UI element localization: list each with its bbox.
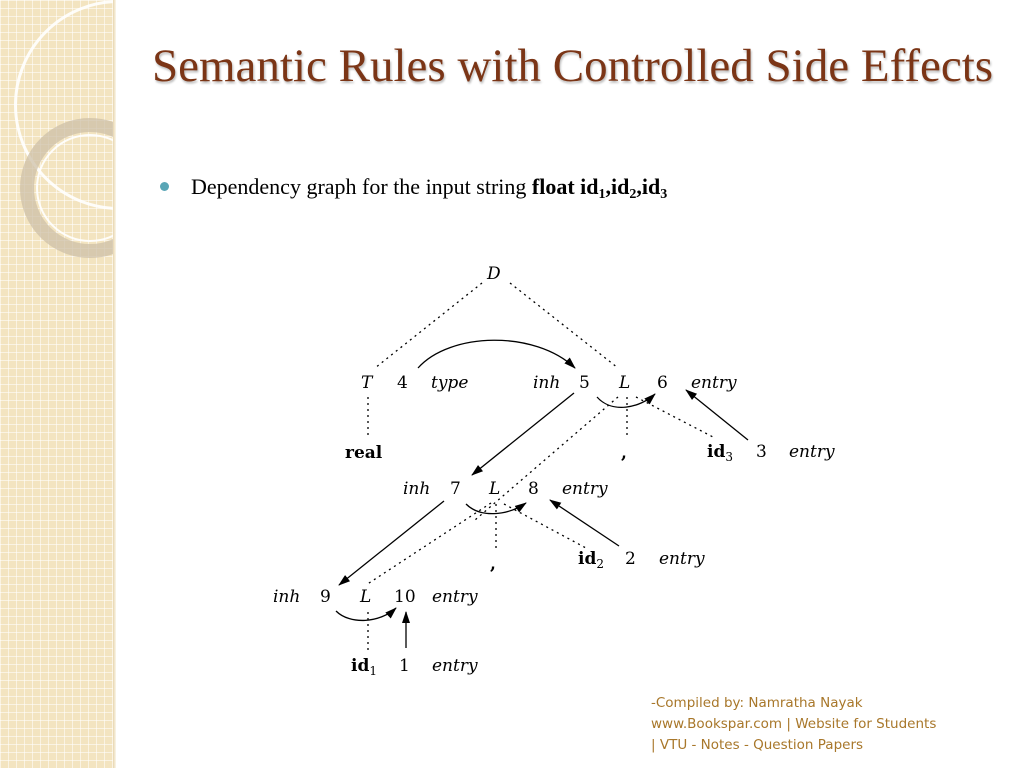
node-L-mid: L — [488, 479, 500, 499]
attr-inh-mid: inh — [403, 479, 430, 499]
arrow-4-to-5 — [417, 339, 576, 369]
tree-edge-L-L-low — [365, 502, 492, 586]
input-string: float id1,id2,id3 — [531, 174, 668, 202]
graph-labels: D T 4 type inh 5 L 6 entry real , id3 3 … — [273, 264, 835, 678]
token-comma-mid: , — [490, 554, 496, 574]
attr-entry-top: entry — [691, 373, 737, 393]
attr-entry-id2: entry — [659, 549, 705, 569]
node-number-4: 4 — [397, 373, 408, 393]
attr-type: type — [431, 373, 468, 393]
bullet-dot-icon — [160, 182, 169, 191]
sidebar-decoration — [0, 0, 113, 768]
node-number-10: 10 — [394, 587, 416, 607]
attr-inh-low: inh — [273, 587, 300, 607]
node-number-8: 8 — [528, 479, 539, 499]
sidebar-edge — [113, 0, 116, 768]
node-L-low: L — [359, 587, 371, 607]
token-real: real — [345, 443, 383, 463]
node-number-7: 7 — [450, 479, 461, 499]
node-number-5: 5 — [579, 373, 590, 393]
attr-entry-id3: entry — [789, 442, 835, 462]
parse-tree-edges — [365, 282, 714, 652]
tree-edge-D-L — [509, 282, 619, 369]
node-number-2: 2 — [625, 549, 636, 569]
arrow-3-to-6 — [685, 389, 749, 441]
dependency-arrows — [335, 339, 749, 648]
arrow-7-to-9 — [338, 500, 445, 586]
arrow-5-to-7 — [471, 392, 575, 476]
tree-edge-L-L — [474, 396, 619, 521]
node-number-3: 3 — [756, 442, 767, 462]
footer-line-author: -Compiled by: Namratha Nayak — [651, 695, 863, 711]
bullet-point: Dependency graph for the input string fl… — [160, 172, 980, 202]
token-id3: id3 — [707, 442, 733, 464]
arrow-2-to-8 — [549, 499, 620, 547]
attr-entry-mid: entry — [562, 479, 608, 499]
node-number-9: 9 — [320, 587, 331, 607]
node-D: D — [486, 264, 501, 284]
node-number-6: 6 — [657, 373, 668, 393]
arrow-7-to-8 — [465, 502, 527, 515]
tree-edge-L-id2 — [503, 503, 587, 549]
token-id2: id2 — [578, 549, 604, 571]
footer-line-site: www.Bookspar.com | Website for Students — [651, 716, 937, 732]
token-comma-top: , — [621, 443, 627, 463]
arrow-5-to-6 — [596, 393, 656, 409]
attr-inh-top: inh — [533, 373, 560, 393]
attr-entry-id1: entry — [432, 656, 478, 676]
tree-edge-L-id3 — [635, 396, 714, 438]
arrow-9-to-10 — [335, 607, 397, 622]
footer-line-notes: | VTU - Notes - Question Papers — [651, 737, 864, 753]
node-number-1: 1 — [399, 656, 410, 676]
footer-credits: -Compiled by: Namratha Nayak www.Bookspa… — [651, 693, 991, 756]
attr-entry-low: entry — [432, 587, 478, 607]
token-id1: id1 — [351, 656, 377, 678]
tree-edge-D-T — [374, 282, 483, 369]
slide-title: Semantic Rules with Controlled Side Effe… — [152, 40, 994, 92]
node-T: T — [361, 373, 374, 393]
bullet-text: Dependency graph for the input string — [191, 174, 532, 199]
node-L-top: L — [618, 373, 630, 393]
